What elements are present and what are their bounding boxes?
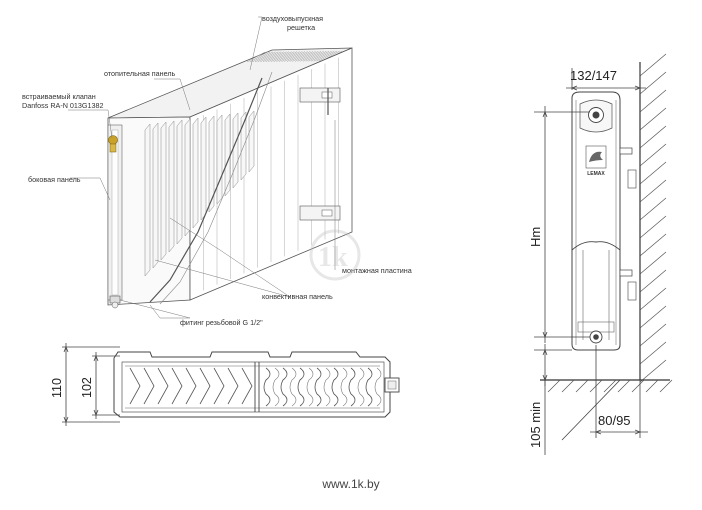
valve-icon [108, 135, 118, 153]
dim-wall-gap: 80/95 [598, 413, 631, 428]
svg-text:1k: 1k [318, 242, 348, 273]
dim-height: Hm [528, 227, 543, 247]
mounting-plate-bottom [299, 205, 341, 221]
watermark-logo: 1k [309, 229, 361, 281]
label-side-panel: боковая панель [28, 175, 81, 184]
watermark-site: www.1k.by [321, 477, 379, 491]
dim-top-width: 132/147 [570, 68, 617, 83]
section-dimension-lines [62, 343, 120, 426]
vent-grille-hatching [246, 50, 343, 63]
label-valve-2: Danfoss RA-N 013G1382 [22, 101, 104, 110]
label-vent-grille-1: воздуховыпускная [262, 14, 323, 23]
label-valve-1: встраиваемый клапан [22, 92, 96, 101]
label-mounting-plate: монтажная пластина [342, 266, 412, 275]
wall-hatching [639, 53, 667, 383]
label-fitting: фитинг резьбовой G 1/2" [180, 318, 263, 327]
side-view: LEMAX [540, 53, 673, 393]
brand-logo: LEMAX [585, 145, 607, 177]
floor-hatching [547, 379, 673, 393]
section-view [113, 351, 400, 418]
section-left-fins [129, 367, 253, 405]
fitting-icon [109, 295, 121, 309]
mounting-plate-top [299, 87, 341, 115]
dim-depth-inner: 102 [80, 377, 94, 398]
radiator-3d-view [107, 47, 353, 309]
side-dimension-lines [534, 68, 648, 455]
label-vent-grille-2: решетка [287, 23, 315, 32]
dim-depth-total: 110 [50, 378, 64, 398]
label-convection-panel: конвективная панель [262, 292, 333, 301]
leader-lines [68, 16, 336, 319]
svg-text:LEMAX: LEMAX [587, 171, 605, 177]
label-heating-panel: отопительная панель [104, 69, 176, 78]
section-right-fins [263, 367, 382, 407]
dim-floor-gap: 105 min [528, 402, 543, 448]
